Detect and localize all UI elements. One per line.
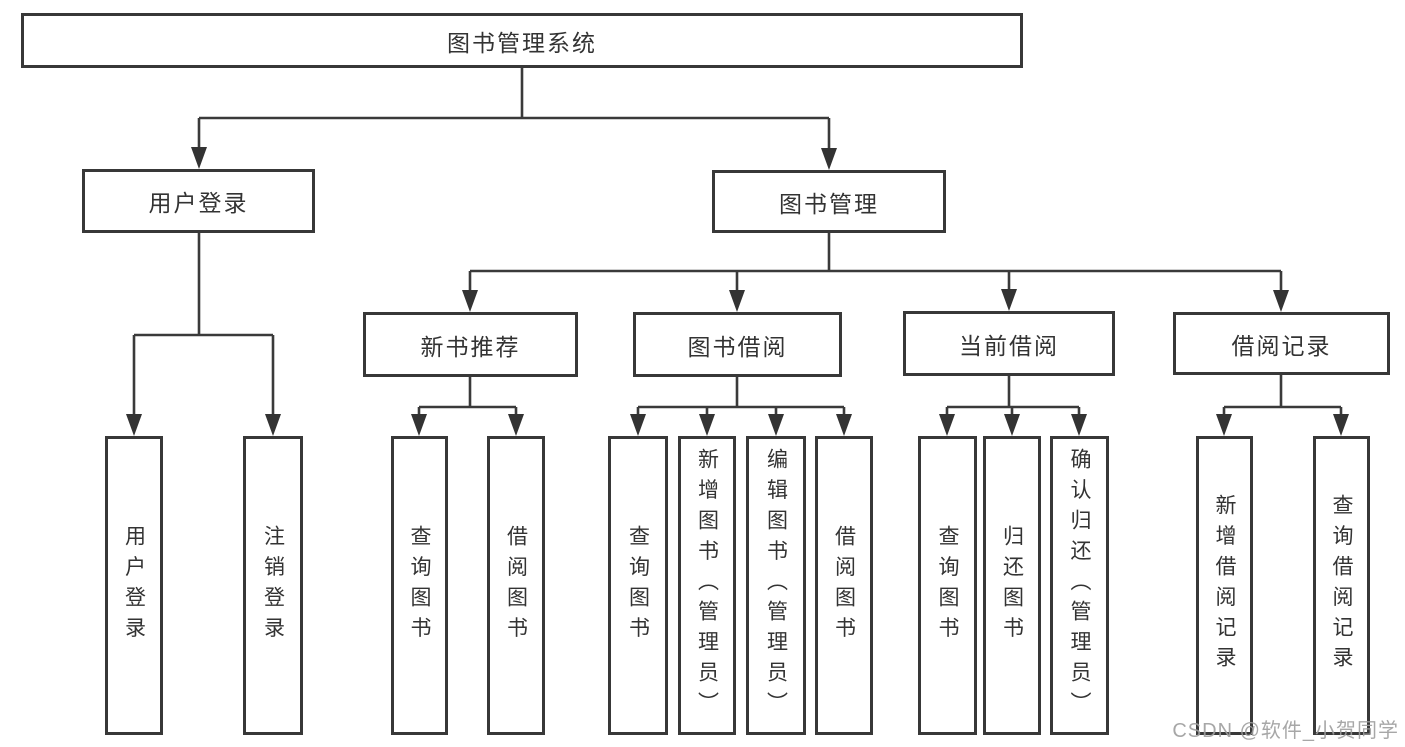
node-borrow-books-recommend: 借阅图书	[487, 436, 545, 735]
node-add-books-admin: 新增图书（管理员）	[678, 436, 736, 735]
node-query-borrow-record: 查询借阅记录	[1313, 436, 1370, 735]
node-label: 新增借阅记录	[1213, 494, 1236, 677]
node-label: 图书借阅	[687, 333, 788, 360]
node-add-borrow-record: 新增借阅记录	[1196, 436, 1253, 735]
arrowheads	[126, 147, 1349, 436]
node-new-book-recommend: 新书推荐	[363, 312, 578, 377]
node-label: 图书管理系统	[447, 29, 597, 56]
node-borrow-books-borrowing: 借阅图书	[815, 436, 873, 735]
connector-records-group	[1222, 375, 1343, 417]
node-label: 查询图书	[936, 524, 959, 647]
node-label: 当前借阅	[959, 332, 1059, 359]
node-user-login: 用户登录	[82, 169, 315, 233]
node-label: 编辑图书（管理员）	[764, 448, 788, 723]
node-label: 用户登录	[148, 190, 249, 216]
node-label: 注销登录	[261, 524, 285, 647]
node-query-books-recommend: 查询图书	[391, 436, 448, 735]
node-confirm-return-admin: 确认归还（管理员）	[1050, 436, 1109, 735]
node-label: 新书推荐	[420, 333, 521, 360]
connector-lines	[132, 68, 1343, 417]
node-label: 查询借阅记录	[1330, 494, 1353, 677]
node-label: 查询图书	[408, 524, 431, 647]
node-query-books-borrowing: 查询图书	[608, 436, 668, 735]
connector-root-to-level2	[197, 68, 831, 151]
node-leaf-logout-login: 注销登录	[243, 436, 303, 735]
watermark-text: CSDN @软件_小贺同学	[1172, 720, 1399, 742]
node-label: 借阅图书	[504, 524, 528, 647]
connector-userlogin-group	[132, 233, 275, 417]
node-label: 图书管理	[779, 190, 879, 217]
node-label: 查询图书	[626, 524, 650, 647]
node-label: 归还图书	[1000, 524, 1024, 647]
node-edit-books-admin: 编辑图书（管理员）	[746, 436, 806, 735]
node-book-management: 图书管理	[712, 170, 946, 233]
connector-current-group	[945, 376, 1081, 417]
node-label: 新增图书（管理员）	[695, 448, 719, 723]
node-label: 确认归还（管理员）	[1068, 448, 1091, 723]
connector-bookmgmt-to-level3	[468, 233, 1283, 293]
node-leaf-user-login: 用户登录	[105, 436, 163, 735]
node-label: 借阅记录	[1231, 332, 1332, 359]
connector-borrowing-group	[636, 377, 846, 417]
node-query-books-current: 查询图书	[918, 436, 977, 735]
node-return-books: 归还图书	[983, 436, 1041, 735]
node-library-system: 图书管理系统	[21, 13, 1023, 68]
node-label: 借阅图书	[832, 524, 856, 647]
node-book-borrowing: 图书借阅	[633, 312, 842, 377]
node-current-borrowing: 当前借阅	[903, 311, 1115, 376]
connector-newrec-group	[417, 377, 518, 417]
node-label: 用户登录	[122, 524, 146, 647]
node-borrowing-records: 借阅记录	[1173, 312, 1390, 375]
